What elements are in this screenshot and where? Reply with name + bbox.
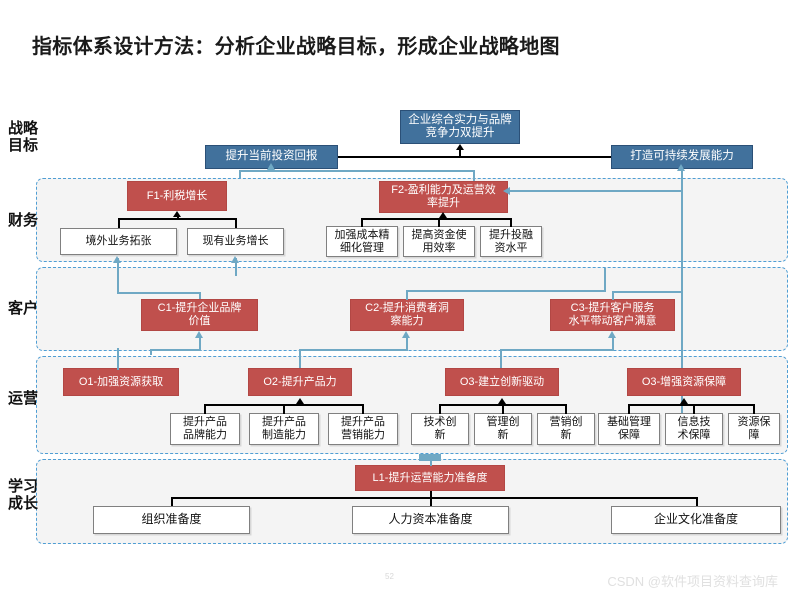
objective-o3[interactable]: O3-建立创新驱动 xyxy=(445,368,559,396)
connector-f2-bus xyxy=(361,218,511,220)
initiative-o3b-3[interactable]: 资源保 障 xyxy=(728,413,780,445)
connector-o3b-drop-3 xyxy=(753,404,755,414)
initiative-o3b-1[interactable]: 基础管理 保障 xyxy=(598,413,660,445)
connector-o3-drop-2 xyxy=(502,404,504,414)
feeder-strategy-left-stem xyxy=(271,169,273,172)
feeder-c2-down-left xyxy=(299,349,301,368)
initiative-l1-2[interactable]: 人力资本准备度 xyxy=(352,506,509,534)
initiative-o2-2[interactable]: 提升产品 制造能力 xyxy=(249,413,319,445)
arrow-c2-feed xyxy=(402,331,410,338)
connector-f1-stem xyxy=(177,216,179,219)
feeder-c2-top-riser xyxy=(604,268,606,292)
connector-o3-drop-1 xyxy=(439,404,441,414)
connector-f2-drop-3 xyxy=(510,218,512,227)
initiative-f1-1[interactable]: 境外业务拓张 xyxy=(60,228,177,255)
arrow-c1-feed xyxy=(195,331,203,338)
feeder-c3-down-stem xyxy=(612,337,614,351)
connector-strategy-horizontal xyxy=(338,156,611,158)
initiative-o3-2[interactable]: 管理创 新 xyxy=(474,413,532,445)
arrow-o3 xyxy=(498,398,506,404)
connector-o2-drop-2 xyxy=(283,404,285,414)
arrow-c3-feed xyxy=(608,331,616,338)
initiative-o3-3[interactable]: 营销创 新 xyxy=(537,413,595,445)
arrow-strategy-right xyxy=(677,164,685,171)
feeder-right-strategy-riser xyxy=(681,170,683,443)
feeder-c3-riser xyxy=(612,291,614,300)
connector-o2-drop-1 xyxy=(204,404,206,414)
feeder-f1-init2-riser xyxy=(235,258,237,276)
feeder-c2-down-run xyxy=(299,349,407,351)
connector-o3b-bus xyxy=(628,404,754,406)
initiative-l1-1[interactable]: 组织准备度 xyxy=(93,506,250,534)
watermark: CSDN @软件项目资料查询库 xyxy=(607,574,778,589)
initiative-f2-2[interactable]: 提高资金使 用效率 xyxy=(403,226,475,257)
feeder-c1-stem xyxy=(199,292,201,299)
initiative-o3-1[interactable]: 技术创 新 xyxy=(411,413,469,445)
connector-o3b-drop-1 xyxy=(628,404,630,414)
feeder-finance-left-riser xyxy=(239,170,241,178)
feeder-right-to-f2-run xyxy=(509,190,683,192)
arrow-strategy-left xyxy=(267,163,275,170)
feeder-c1-down-stem xyxy=(199,337,201,351)
connector-o3-drop-3 xyxy=(565,404,567,414)
initiative-o2-1[interactable]: 提升产品 品牌能力 xyxy=(170,413,240,445)
feeder-c3-down-left xyxy=(500,349,502,368)
connector-l1-drop-3 xyxy=(696,497,698,506)
feeder-c1-down-left xyxy=(150,349,152,355)
feeder-f1-init1-riser xyxy=(117,258,119,264)
initiative-o3b-2[interactable]: 信息技 术保障 xyxy=(665,413,723,445)
feeder-finance-to-strategy-bus xyxy=(239,170,474,172)
row-label-strategy: 战略 目标 xyxy=(7,120,38,154)
connector-f1-drop-2 xyxy=(235,218,237,228)
connector-apex-stem xyxy=(459,150,461,157)
row-label-learning: 学习 成长 xyxy=(7,478,38,512)
connector-l1-bus xyxy=(171,497,697,499)
objective-l1[interactable]: L1-提升运营能力准备度 xyxy=(355,465,505,491)
feeder-c1-riser xyxy=(117,262,119,294)
row-label-customer: 客户 xyxy=(7,300,38,317)
feeder-c1-run xyxy=(117,292,200,294)
feeder-finance-right-riser xyxy=(473,170,475,181)
objective-o1[interactable]: O1-加强资源获取 xyxy=(63,368,179,396)
arrow-f2-from-right xyxy=(503,187,510,195)
initiative-f2-1[interactable]: 加强成本精 细化管理 xyxy=(326,226,398,257)
initiative-l1-3[interactable]: 企业文化准备度 xyxy=(611,506,781,534)
arrow-apex xyxy=(456,144,464,150)
connector-o2-drop-3 xyxy=(362,404,364,414)
objective-c1[interactable]: C1-提升企业品牌 价值 xyxy=(141,299,258,331)
arrow-o2 xyxy=(296,398,304,404)
feeder-c1-down-run xyxy=(150,349,200,351)
arrow-f1-init2 xyxy=(231,256,239,263)
feeder-o1-to-c1-riser xyxy=(117,348,119,370)
connector-l1-drop-2 xyxy=(430,491,432,506)
objective-o3b[interactable]: O3-增强资源保障 xyxy=(627,368,741,396)
objective-c2[interactable]: C2-提升消费者洞 察能力 xyxy=(350,299,464,331)
feeder-c3-run xyxy=(612,291,682,293)
feeder-c3-down-run xyxy=(500,349,613,351)
feeder-c2-riser xyxy=(406,290,408,300)
feeder-c2-down-stem xyxy=(406,337,408,351)
connector-o3b-drop-2 xyxy=(693,404,695,414)
arrow-f2 xyxy=(439,212,447,218)
objective-c3[interactable]: C3-提升客户服务 水平带动客户满意 xyxy=(550,299,675,331)
connector-f2-drop-1 xyxy=(361,218,363,227)
page-title: 指标体系设计方法：分析企业战略目标，形成企业战略地图 xyxy=(32,36,560,58)
page-number: 52 xyxy=(385,572,394,581)
initiative-o2-3[interactable]: 提升产品 营销能力 xyxy=(328,413,398,445)
connector-f1-drop-1 xyxy=(118,218,120,228)
feeder-c2-run xyxy=(406,290,605,292)
objective-f2[interactable]: F2-盈利能力及运营效 率提升 xyxy=(379,181,508,213)
initiative-f1-2[interactable]: 现有业务增长 xyxy=(187,228,284,255)
initiative-f2-3[interactable]: 提升投融 资水平 xyxy=(480,226,542,257)
feeder-l1-ops-cap xyxy=(419,454,441,461)
arrow-o3b xyxy=(680,398,688,404)
connector-l1-drop-1 xyxy=(171,497,173,506)
objective-o2[interactable]: O2-提升产品力 xyxy=(248,368,352,396)
row-label-operations: 运营 xyxy=(7,390,38,407)
connector-f2-drop-2 xyxy=(438,218,440,227)
strategy-apex-box[interactable]: 企业综合实力与品牌 竞争力双提升 xyxy=(400,110,520,144)
arrow-f1 xyxy=(173,211,181,217)
row-label-finance: 财务 xyxy=(7,212,38,229)
objective-f1[interactable]: F1-利税增长 xyxy=(127,181,227,211)
